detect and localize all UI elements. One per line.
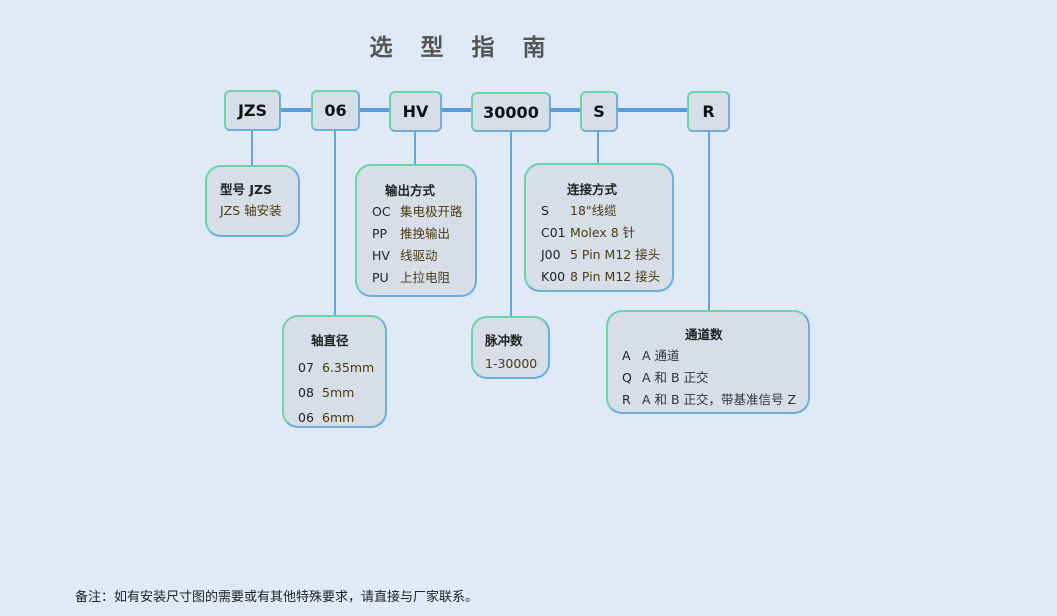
connection-row: J00 5 Pin M12 接头 (541, 244, 672, 266)
channels-row-code: R (622, 392, 631, 407)
output-row-code: PU (372, 270, 389, 285)
connection-row-desc: Molex 8 针 (570, 225, 636, 240)
output-box: 输出方式 OC 集电极开路 PP 推挽输出 HV 线驱动 PU 上拉电阻 (355, 164, 477, 297)
channels-box: 通道数 A A 通道 Q A 和 B 正交 R A 和 B 正交，带基准信号 Z (606, 310, 810, 414)
shaft-title: 轴直径 (311, 333, 349, 348)
connection-row-code: K00 (541, 269, 566, 284)
connector-connection (597, 130, 599, 164)
connection-row: S 18"线缆 (541, 200, 672, 222)
connection-row-desc: 5 Pin M12 接头 (570, 247, 661, 262)
channels-row: R A 和 B 正交，带基准信号 Z (622, 389, 808, 411)
channels-row-code: Q (622, 370, 632, 385)
connection-row: K00 8 Pin M12 接头 (541, 266, 672, 288)
shaft-row: 06 6mm (298, 405, 385, 430)
pulse-box: 脉冲数 1-30000 (471, 316, 550, 379)
output-row: PP 推挽输出 (372, 223, 475, 245)
channels-row: Q A 和 B 正交 (622, 367, 808, 389)
pulse-title: 脉冲数 (485, 333, 523, 348)
code-connection: S (580, 91, 618, 132)
connection-row-desc: 8 Pin M12 接头 (570, 269, 661, 284)
model-value: JZS 轴安装 (220, 203, 282, 218)
connection-row-code: J00 (541, 247, 561, 262)
connection-title: 连接方式 (567, 182, 618, 197)
model-box: 型号 JZS JZS 轴安装 (205, 165, 300, 237)
channels-row-desc: A 和 B 正交 (642, 370, 709, 385)
output-row: PU 上拉电阻 (372, 267, 475, 289)
shaft-row-desc: 5mm (322, 385, 355, 400)
shaft-box: 轴直径 07 6.35mm 08 5mm 06 6mm (282, 315, 387, 428)
output-row-code: HV (372, 248, 390, 263)
shaft-row: 08 5mm (298, 380, 385, 405)
footer-note: 备注：如有安装尺寸图的需要或有其他特殊要求，请直接与厂家联系。 (75, 590, 479, 605)
output-row: HV 线驱动 (372, 245, 475, 267)
code-pulse: 30000 (471, 92, 551, 132)
code-model: JZS (224, 90, 281, 131)
output-row: OC 集电极开路 (372, 201, 475, 223)
connection-row: C01 Molex 8 针 (541, 222, 672, 244)
output-row-code: OC (372, 204, 391, 219)
channels-title: 通道数 (685, 327, 723, 342)
output-title: 输出方式 (385, 183, 436, 198)
channels-row-desc: A 和 B 正交，带基准信号 Z (642, 392, 797, 407)
channels-row: A A 通道 (622, 345, 808, 367)
output-row-desc: 上拉电阻 (400, 270, 451, 285)
connector-shaft (334, 130, 336, 316)
code-channels: R (687, 91, 730, 132)
page-title: 选 型 指 南 (369, 35, 556, 61)
model-title: 型号 JZS (220, 182, 273, 197)
connector-output (414, 130, 416, 165)
connection-row-code: S (541, 203, 549, 218)
output-row-desc: 推挽输出 (400, 226, 451, 241)
shaft-row-code: 06 (298, 410, 314, 425)
code-shaft: 06 (311, 90, 360, 131)
shaft-row-code: 08 (298, 385, 314, 400)
connection-row-code: C01 (541, 225, 566, 240)
shaft-row-desc: 6.35mm (322, 360, 375, 375)
channels-row-desc: A 通道 (642, 348, 680, 363)
pulse-value: 1-30000 (485, 356, 538, 371)
output-row-desc: 线驱动 (400, 248, 438, 263)
connection-row-desc: 18"线缆 (570, 203, 617, 218)
connection-box: 连接方式 S 18"线缆 C01 Molex 8 针 J00 5 Pin M12 接头 K0… (524, 163, 674, 292)
channels-row-code: A (622, 348, 631, 363)
connector-pulse (510, 130, 512, 317)
output-row-code: PP (372, 226, 388, 241)
connector-model (251, 130, 253, 166)
shaft-row-code: 07 (298, 360, 314, 375)
connector-channels (708, 130, 710, 311)
shaft-row-desc: 6mm (322, 410, 355, 425)
code-output: HV (389, 91, 442, 132)
output-row-desc: 集电极开路 (400, 204, 463, 219)
shaft-row: 07 6.35mm (298, 355, 385, 380)
